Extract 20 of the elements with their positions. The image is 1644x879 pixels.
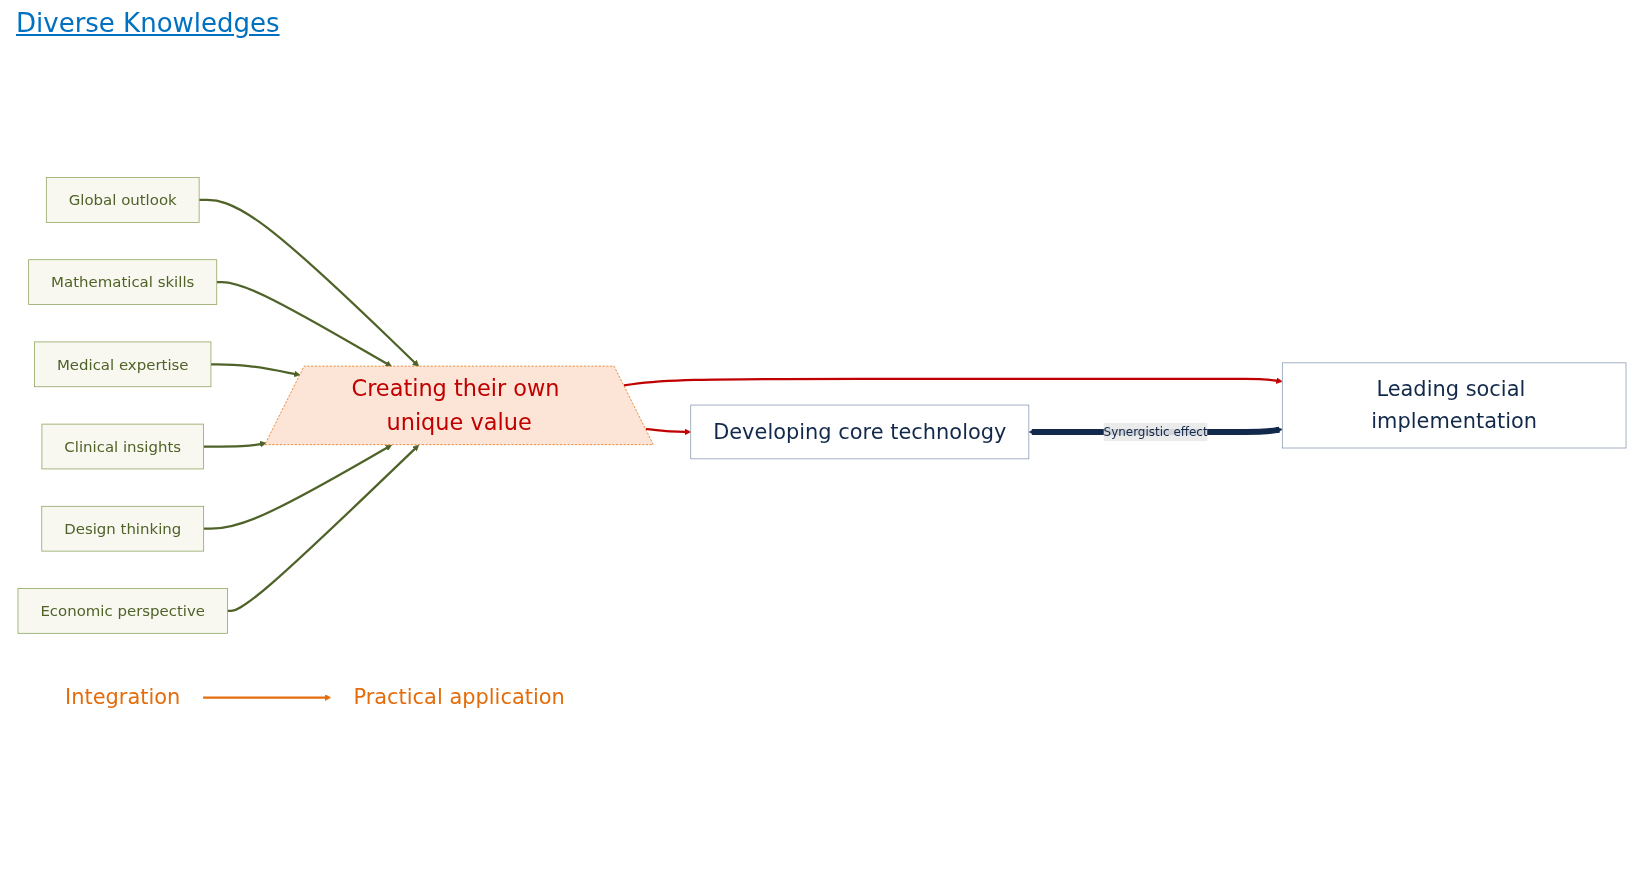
node-box: Design thinking (41, 505, 205, 552)
node-box: Medical expertise (34, 341, 212, 388)
node-box: Developing core technology (690, 404, 1030, 460)
arrow (203, 440, 267, 448)
arrow (202, 694, 332, 701)
arrow (203, 444, 392, 530)
node-box: Leading social implementation (1281, 362, 1627, 449)
arrow (210, 363, 301, 378)
arrow (645, 427, 691, 436)
node-box: Mathematical skills (28, 259, 218, 305)
node-text: Practical application (353, 684, 565, 710)
diagram-title: Diverse Knowledges (16, 8, 281, 38)
arrow (227, 444, 420, 612)
node-text: Integration (65, 684, 181, 710)
arrow (623, 377, 1283, 387)
arrow (216, 281, 392, 367)
arrow (199, 198, 420, 367)
node-box: Clinical insights (41, 423, 204, 470)
node-box: Global outlook (45, 177, 200, 223)
node-box: Economic perspective (17, 588, 228, 634)
